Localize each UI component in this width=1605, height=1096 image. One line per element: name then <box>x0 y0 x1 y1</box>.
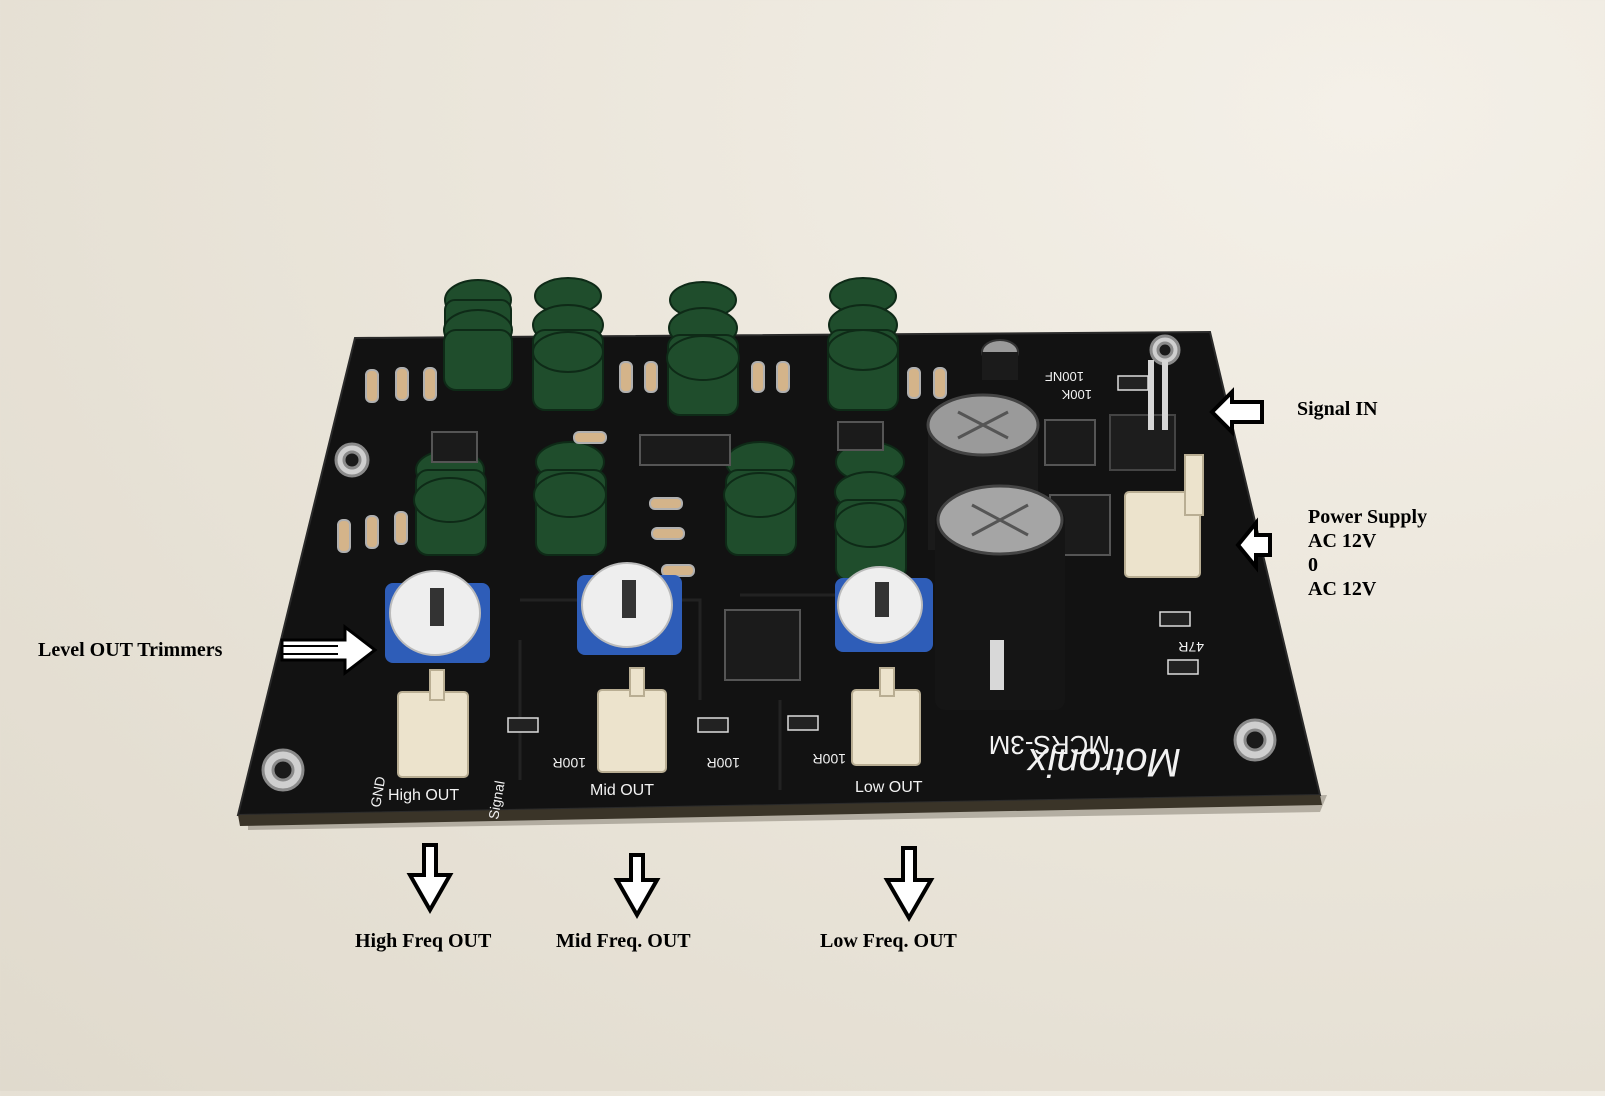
silk-high-out: High OUT <box>388 787 459 804</box>
label-high-out: High Freq OUT <box>355 930 492 952</box>
mounting-holes <box>261 334 1277 792</box>
silk-low-out: Low OUT <box>855 779 923 796</box>
silk-brand: Motronix <box>1026 740 1181 784</box>
power-supply-line-1: AC 12V <box>1308 530 1377 552</box>
smd-resistors <box>507 375 1199 733</box>
silk-mid-out: Mid OUT <box>590 782 654 799</box>
silk-r100-b: 100R <box>707 755 740 771</box>
silk-signal: Signal <box>485 779 508 820</box>
arrow-signal-in-icon <box>1209 387 1264 437</box>
silk-r100-c: 100R <box>813 751 846 767</box>
film-capacitors <box>413 277 907 581</box>
label-low-out: Low Freq. OUT <box>820 930 957 952</box>
electrolytic-capacitors <box>926 339 1065 710</box>
silk-gnd: GND <box>367 775 388 808</box>
arrow-high-out-icon <box>406 843 454 915</box>
resistors <box>337 361 947 577</box>
power-connector <box>1124 454 1204 578</box>
silk-model: MCRS-3M <box>989 730 1110 760</box>
label-level-trimmers: Level OUT Trimmers <box>38 639 223 661</box>
label-signal-in: Signal IN <box>1297 398 1378 420</box>
arrow-level-trimmers-icon <box>280 623 378 677</box>
silk-100nf: 100NF <box>1045 369 1084 384</box>
silk-r47: 47R <box>1178 639 1204 655</box>
arrow-low-out-icon <box>883 846 935 922</box>
power-supply-line-2: 0 <box>1308 554 1318 576</box>
label-mid-out: Mid Freq. OUT <box>556 930 691 952</box>
signal-in-header <box>1109 360 1176 471</box>
arrow-mid-out-icon <box>613 853 661 920</box>
label-power-supply: Power Supply AC 12V 0 AC 12V <box>1308 505 1427 601</box>
power-supply-title: Power Supply <box>1308 506 1428 528</box>
output-connectors <box>397 667 921 778</box>
silk-r100-a: 100R <box>553 755 586 771</box>
trimmers <box>385 562 933 663</box>
power-supply-line-3: AC 12V <box>1308 578 1377 600</box>
arrow-power-supply-icon <box>1235 517 1272 573</box>
silk-100k: 100K <box>1061 387 1092 402</box>
